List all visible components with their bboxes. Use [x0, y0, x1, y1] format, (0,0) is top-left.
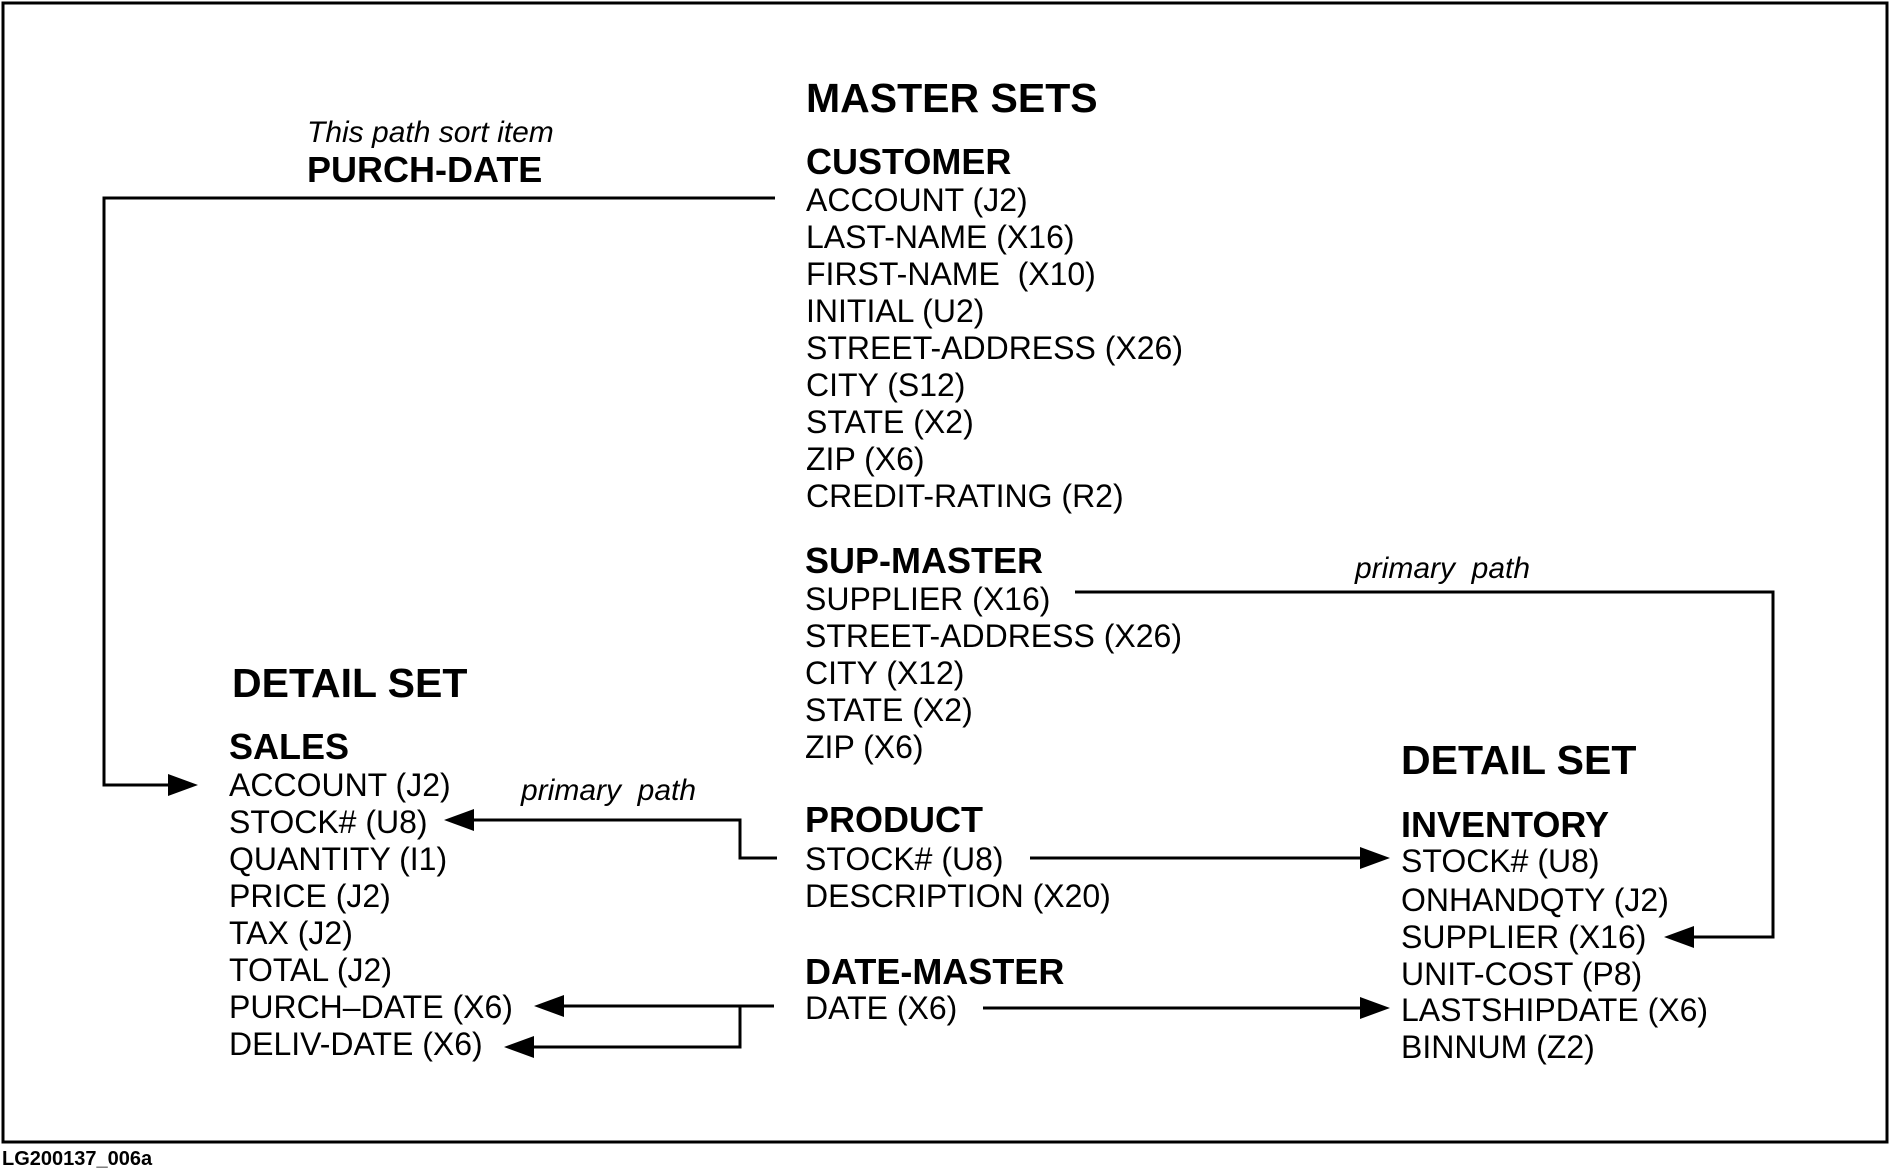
set-name-sup-master: SUP-MASTER: [805, 540, 1044, 581]
field-customer-zip: ZIP (X6): [806, 441, 925, 477]
field-inventory-lastshipdate: LASTSHIPDATE (X6): [1401, 992, 1709, 1028]
detail-set-heading-right: DETAIL SET: [1401, 737, 1637, 783]
set-name-date-master: DATE-MASTER: [805, 951, 1065, 992]
field-customer-street-address: STREET-ADDRESS (X26): [806, 330, 1183, 366]
figure-id: LG200137_006a: [2, 1148, 153, 1170]
field-sup-master-city: CITY (X12): [805, 655, 965, 691]
field-sales-purch-date: PURCH–DATE (X6): [229, 989, 513, 1025]
master-sets-heading: MASTER SETS: [806, 75, 1098, 121]
set-name-customer: CUSTOMER: [806, 141, 1012, 182]
field-sales-price: PRICE (J2): [229, 878, 391, 914]
field-product-description: DESCRIPTION (X20): [805, 878, 1111, 914]
field-sup-master-supplier: SUPPLIER (X16): [805, 581, 1051, 617]
date-to-deliv-date-path: [530, 1006, 742, 1049]
set-name-inventory: INVENTORY: [1401, 804, 1610, 845]
sort-item-caption: This path sort item: [307, 116, 554, 149]
field-inventory-unit-cost: UNIT-COST (P8): [1401, 956, 1643, 992]
field-customer-account: ACCOUNT (J2): [806, 182, 1028, 218]
arrowhead-lastshipdate: [1360, 997, 1390, 1019]
field-sales-total: TOTAL (J2): [229, 952, 392, 988]
field-product-stock: STOCK# (U8): [805, 841, 1004, 877]
field-inventory-onhandqty: ONHANDQTY (J2): [1401, 882, 1669, 918]
arrowhead-sales-account: [168, 774, 198, 796]
field-customer-city: CITY (S12): [806, 367, 966, 403]
supplier-to-inventory-path: [1075, 590, 1775, 939]
field-inventory-stock: STOCK# (U8): [1401, 843, 1600, 879]
detail-set-heading-left: DETAIL SET: [232, 660, 468, 706]
field-date-master-date: DATE (X6): [805, 990, 958, 1026]
field-sales-quantity: QUANTITY (I1): [229, 841, 448, 877]
primary-path-label-right: primary path: [1355, 552, 1531, 585]
product-stock-to-sales-path: [470, 818, 777, 860]
field-sales-stock: STOCK# (U8): [229, 804, 428, 840]
field-sales-account: ACCOUNT (J2): [229, 767, 451, 803]
arrowhead-purch-date: [534, 995, 564, 1017]
primary-path-label-left: primary path: [521, 774, 697, 807]
field-customer-initial: INITIAL (U2): [806, 293, 985, 329]
sort-item-name: PURCH-DATE: [307, 149, 543, 190]
field-inventory-supplier: SUPPLIER (X16): [1401, 919, 1647, 955]
field-customer-last-name: LAST-NAME (X16): [806, 219, 1075, 255]
field-sales-deliv-date: DELIV-DATE (X6): [229, 1026, 483, 1062]
set-name-product: PRODUCT: [805, 799, 983, 840]
field-inventory-binnum: BINNUM (Z2): [1401, 1029, 1595, 1065]
field-sup-master-street-address: STREET-ADDRESS (X26): [805, 618, 1182, 654]
field-sales-tax: TAX (J2): [229, 915, 353, 951]
arrowhead-deliv-date: [504, 1036, 534, 1058]
field-customer-first-name: FIRST-NAME (X10): [806, 256, 1096, 292]
set-name-sales: SALES: [229, 726, 350, 767]
arrowhead-inventory-stock: [1360, 847, 1390, 869]
customer-account-path: [102, 196, 775, 787]
arrowhead-sales-stock: [444, 809, 474, 831]
field-customer-credit-rating: CREDIT-RATING (R2): [806, 478, 1124, 514]
field-sup-master-state: STATE (X2): [805, 692, 973, 728]
field-customer-state: STATE (X2): [806, 404, 974, 440]
field-sup-master-zip: ZIP (X6): [805, 729, 924, 765]
arrowhead-inventory-supplier: [1664, 926, 1694, 948]
diagram-frame: [1, 1, 1889, 1144]
